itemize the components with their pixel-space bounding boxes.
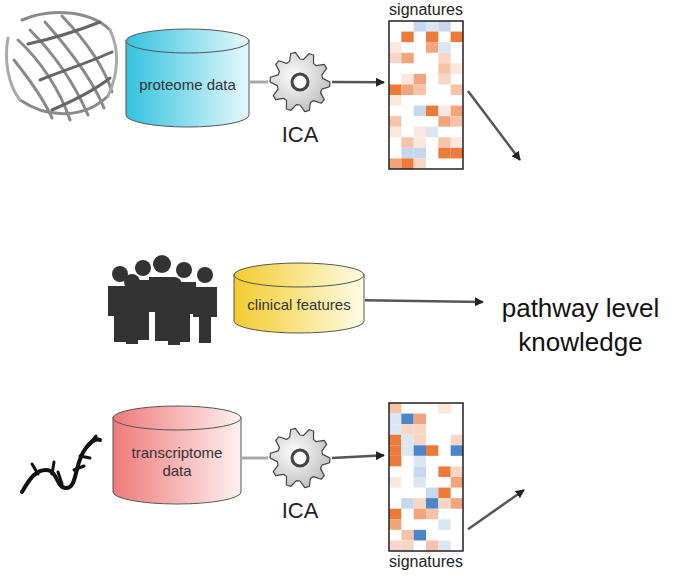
dna-icon <box>22 436 100 492</box>
flow-arrow <box>468 91 520 160</box>
node-label: proteome data <box>133 76 242 94</box>
node-label: transcriptome data <box>112 444 242 480</box>
signature-matrix: signatures <box>384 402 468 574</box>
data-cylinder: transcriptome data <box>112 405 242 505</box>
node-label: signatures <box>389 0 463 20</box>
protein-icon <box>7 13 117 120</box>
flow-arrow <box>250 81 268 84</box>
flow-arrow <box>332 455 384 458</box>
data-cylinder: proteome data <box>125 28 250 128</box>
node-label: ICA <box>282 122 319 148</box>
flow-arrow <box>468 490 524 529</box>
outcome-text: pathway level knowledge <box>483 160 678 490</box>
ica-gear: ICA <box>268 426 332 526</box>
gear-shape <box>268 50 332 114</box>
node-label: clinical features <box>241 296 356 314</box>
people-icon <box>108 255 217 345</box>
node-label: pathway level knowledge <box>488 291 673 359</box>
signature-matrix: signatures <box>384 0 468 175</box>
node-label: signatures <box>389 552 463 572</box>
gear-shape <box>268 426 332 490</box>
heatmap-grid <box>388 402 464 552</box>
flow-arrow <box>332 81 384 84</box>
flow-arrow <box>365 300 483 302</box>
flow-arrow <box>242 457 268 460</box>
data-cylinder: clinical features <box>233 262 365 334</box>
ica-gear: ICA <box>268 50 332 150</box>
node-label: ICA <box>282 498 319 524</box>
heatmap-grid <box>388 20 464 170</box>
